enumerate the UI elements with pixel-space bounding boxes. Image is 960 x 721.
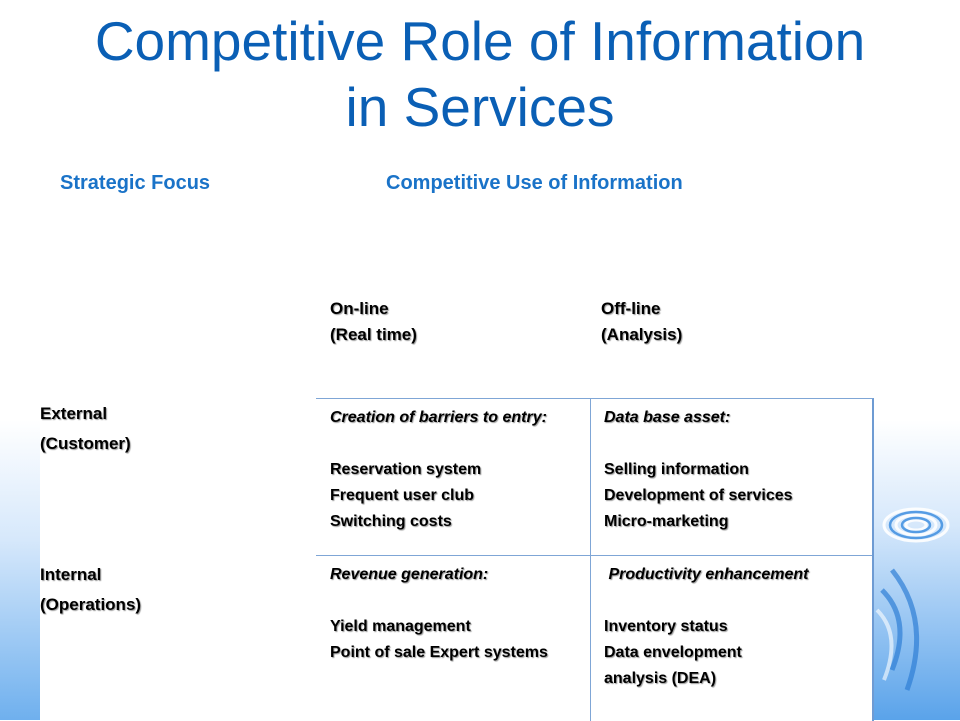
left-gradient-strip: [0, 420, 40, 720]
offline-column-heading: Off-line (Analysis): [601, 296, 682, 348]
internal-label: Internal: [40, 565, 102, 584]
slide-title: Competitive Role of Information in Servi…: [40, 8, 920, 140]
cell-item: Inventory status: [604, 618, 728, 635]
online-label: On-line: [330, 299, 389, 318]
grid-vertical-divider: [590, 399, 591, 721]
cell-external-offline: Data base asset: Selling information Dev…: [604, 405, 793, 535]
cell-item: Reservation system: [330, 461, 482, 478]
cell-header: Revenue generation:: [330, 566, 489, 583]
external-label: External: [40, 404, 108, 423]
cell-item: Micro-marketing: [604, 513, 729, 530]
cell-external-online: Creation of barriers to entry: Reservati…: [330, 405, 547, 535]
cell-item: Frequent user club: [330, 487, 475, 504]
offline-sublabel: (Analysis): [601, 325, 683, 344]
grid-horizontal-divider: [316, 555, 872, 556]
matrix-grid: [316, 398, 874, 721]
strategic-focus-heading: Strategic Focus: [60, 172, 211, 194]
external-row-label: External (Customer): [40, 399, 131, 459]
internal-row-label: Internal (Operations): [40, 560, 141, 620]
cell-item: Point of sale Expert systems: [330, 644, 548, 661]
cell-header: Productivity enhancement: [604, 566, 809, 583]
competitive-use-heading: Competitive Use of Information: [386, 172, 683, 194]
title-line-2: in Services: [345, 76, 615, 138]
cell-internal-offline: Productivity enhancement Inventory statu…: [604, 562, 809, 692]
cell-header: Creation of barriers to entry:: [330, 409, 547, 426]
online-column-heading: On-line (Real time): [330, 296, 417, 348]
water-ripple-icon: [875, 507, 950, 691]
cell-internal-online: Revenue generation: Yield management Poi…: [330, 562, 548, 666]
cell-header: Data base asset:: [604, 409, 731, 426]
cell-item: Data envelopment: [604, 644, 742, 661]
external-sublabel: (Customer): [40, 434, 131, 453]
cell-item: Yield management: [330, 618, 471, 635]
title-line-1: Competitive Role of Information: [94, 10, 866, 72]
cell-item: Switching costs: [330, 513, 452, 530]
cell-item: Selling information: [604, 461, 749, 478]
cell-item: analysis (DEA): [604, 670, 717, 687]
content-panel: [40, 140, 872, 720]
offline-label: Off-line: [601, 299, 661, 318]
online-sublabel: (Real time): [330, 325, 417, 344]
cell-item: Development of services: [604, 487, 793, 504]
internal-sublabel: (Operations): [40, 595, 142, 614]
